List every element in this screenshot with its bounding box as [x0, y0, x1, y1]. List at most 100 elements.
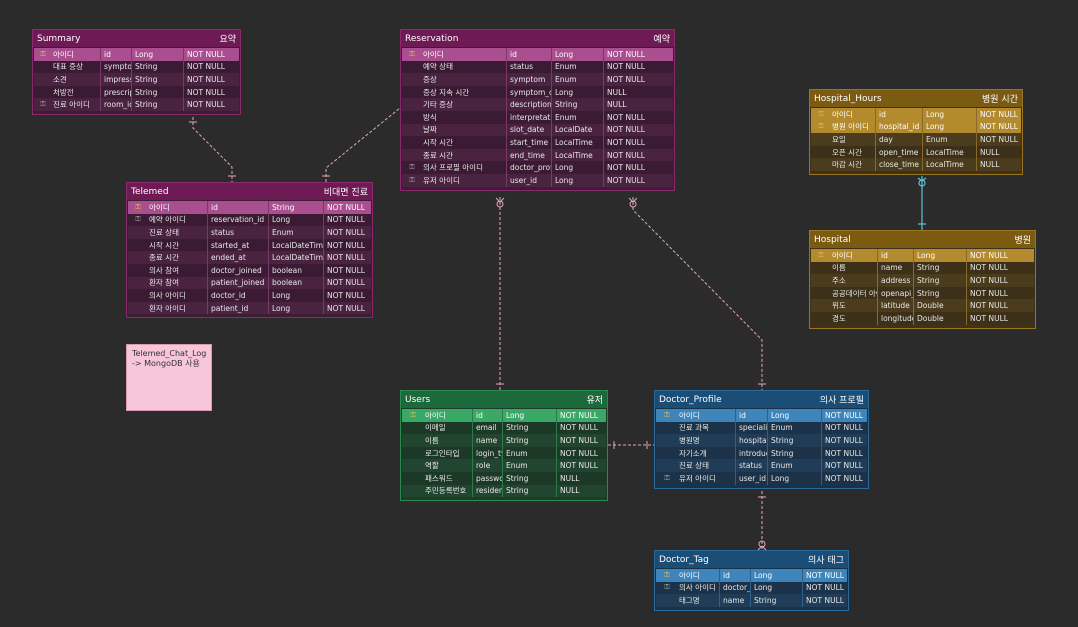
column-nullable: NOT NULL — [560, 435, 598, 445]
table-row[interactable]: 주민등록번호resident_idStringNULL — [402, 484, 606, 498]
column-nullable: NULL — [607, 100, 627, 110]
column-nullable: NOT NULL — [327, 202, 365, 212]
key-cell — [128, 251, 146, 264]
link-reservation-doctor-profile — [632, 197, 763, 390]
table-row[interactable]: 대표 증상symptomStringNOT NULL — [34, 60, 239, 74]
column-label: 환자 아이디 — [146, 301, 208, 315]
table-title: Doctor_Tag — [659, 554, 709, 565]
key-cell — [811, 287, 829, 300]
key-cell — [402, 485, 422, 498]
column-name: id — [101, 48, 132, 61]
column-label: 시작 시간 — [420, 136, 507, 149]
note-telemed-chat-log[interactable]: Telemed_Chat_Log -> MongoDB 사용 — [126, 344, 212, 411]
column-type: String — [503, 484, 557, 498]
table-row[interactable]: 자기소개introducationStringNOT NULL — [656, 446, 867, 460]
column-type: String — [132, 98, 184, 111]
column-label: 환자 참여 — [146, 276, 208, 290]
key-cell — [402, 124, 420, 137]
table-subtitle: 비대면 진료 — [323, 188, 368, 198]
column-label: 로그인타입 — [422, 446, 473, 460]
key-cell: ⚿ — [402, 48, 420, 61]
key-cell: ⚿ — [656, 582, 676, 595]
table-row[interactable]: 처방전prescriptionStringNOT NULL — [34, 85, 239, 99]
primary-key-icon: ⚿ — [409, 49, 415, 58]
column-name: name — [720, 594, 751, 607]
column-name: user_id — [507, 173, 552, 187]
key-cell — [402, 61, 420, 74]
column-name: ended_at — [208, 251, 269, 264]
table-row[interactable]: 진료 과목specialityEnumNOT NULL — [656, 421, 867, 435]
table-title: Telemed — [131, 186, 169, 197]
key-cell: ⚿ — [811, 108, 829, 121]
foreign-key-icon: ⚿ — [664, 473, 670, 482]
column-nullable: NOT NULL — [560, 423, 598, 433]
link-telemed-reservation — [325, 107, 401, 182]
table-row[interactable]: 방식interpretation_optionEnumNOT NULL — [402, 110, 673, 124]
key-cell — [656, 434, 676, 447]
column-nullable: NOT NULL — [825, 448, 863, 458]
column-type: String — [132, 85, 184, 99]
column-label: 예약 아이디 — [146, 213, 208, 227]
table-row[interactable]: 패스워드passwordStringNULL — [402, 471, 606, 485]
column-type: LocalDateTime — [269, 238, 324, 252]
column-label: 증상 지속 시간 — [420, 85, 507, 99]
table-row[interactable]: 소견impressionStringNOT NULL — [34, 73, 239, 86]
column-type: LocalDate — [552, 123, 604, 137]
